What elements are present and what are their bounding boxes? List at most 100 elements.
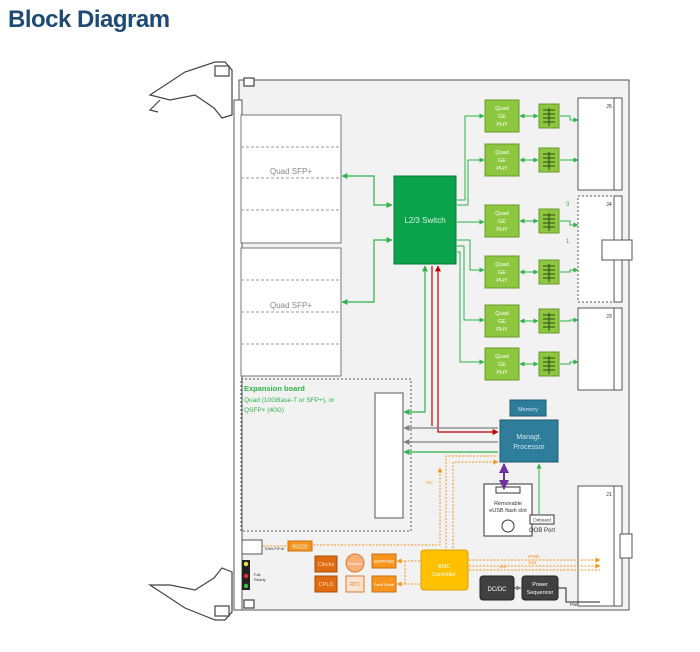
switch-label: L2/3 Switch	[404, 216, 445, 225]
j4-port-3: 3	[566, 202, 570, 208]
led-3	[243, 583, 249, 589]
expansion-connector	[374, 392, 404, 519]
phy-label-5-2: GE	[498, 319, 506, 325]
power-line2: Sequencer	[527, 590, 554, 596]
processor-line1: Managt.	[516, 434, 541, 441]
memory-block	[509, 399, 547, 417]
sfp-cage-2: Quad SFP+	[240, 247, 342, 377]
led-label-ready: Ready	[254, 577, 266, 582]
link-seq-j1	[558, 587, 600, 603]
processor-line2: Processor	[513, 444, 545, 451]
sfp-cage-1: Quad SFP+	[240, 114, 342, 244]
expansion-heading: Expansion board	[244, 384, 305, 393]
connector-j3: J3	[577, 307, 623, 391]
link-mag-conn-1	[560, 115, 579, 123]
j4-port-1: 1	[566, 239, 570, 245]
link-sfp1-switch	[341, 173, 393, 208]
power-sequencer	[521, 575, 559, 601]
cpld-block	[314, 575, 338, 593]
bus-label-i2c-b: I2C	[500, 564, 508, 569]
rs232-label: RS232	[292, 545, 308, 551]
flash-line2: eUSB flash slot	[489, 508, 527, 514]
bus-label-pwr: Pwr	[570, 602, 578, 607]
fault-serial-block	[371, 575, 397, 593]
flash-line1: Removable	[494, 501, 522, 507]
rtc-block	[345, 575, 365, 593]
oob-onboard-box	[529, 514, 555, 525]
bmc-controller	[420, 549, 469, 591]
phy-label-1-3: PHY	[496, 122, 508, 128]
link-mag-conn-3	[560, 220, 579, 228]
magnetics-coil-1	[543, 108, 555, 126]
phy-label-3-1: Quad	[495, 211, 508, 217]
sfp-label-2: Quad SFP+	[270, 301, 312, 310]
onboard-label: Onboard	[533, 518, 551, 523]
bmc-line2: Controller	[432, 572, 456, 578]
link-sw-phy1	[457, 113, 485, 201]
phy-label-5-1: Quad	[495, 311, 508, 317]
magnetics-coil-5	[543, 313, 555, 331]
magnetics-coil-4	[543, 264, 555, 282]
rs232-block	[287, 540, 313, 552]
phy-block-2	[484, 143, 520, 177]
bus-label-ipmb: IPMB	[528, 554, 539, 559]
phy-label-5-3: PHY	[496, 327, 508, 333]
led-label-fail: Fail	[254, 572, 261, 577]
dcdc-label: DC/DC	[488, 587, 508, 593]
link-sw-expansion	[403, 265, 428, 415]
led-2	[243, 573, 249, 579]
fault-serial-label: Fault Serial	[374, 582, 394, 587]
bottom-ejector-handle	[147, 567, 255, 621]
oob-port-label: OOB Port	[529, 528, 555, 534]
sfp-label-1: Quad SFP+	[270, 167, 312, 176]
bus-label-i2c-a: I2C	[426, 480, 434, 485]
connector-j1: J1	[577, 485, 633, 607]
phy-label-1-2: GE	[498, 114, 506, 120]
phy-label-2-1: Quad	[495, 150, 508, 156]
bus-bmc-proc	[452, 459, 499, 548]
magnetics-coil-3	[543, 213, 555, 231]
phy-label-4-2: GE	[498, 270, 506, 276]
connector-j5: J5	[577, 97, 623, 191]
sensors-block	[345, 553, 365, 573]
l23-switch	[393, 175, 457, 265]
link-sw-phy2	[457, 157, 485, 206]
phy-label-2-3: PHY	[496, 166, 508, 172]
bus-rs232-proc	[313, 467, 443, 546]
memory-label: Memory	[518, 407, 538, 413]
clocks-block	[314, 555, 338, 573]
j3-label: J3	[606, 314, 612, 320]
phy-label-3-2: GE	[498, 219, 506, 225]
sensors-label: Sensors	[348, 561, 363, 566]
eeprom-label: EEPROM	[374, 559, 394, 564]
connector-j4: J4 3 1	[566, 195, 633, 303]
expansion-board	[240, 378, 412, 532]
management-processor	[499, 419, 559, 463]
link-sw-processor	[435, 265, 499, 435]
expansion-line1: Quad (10GBase-T or SFP+), or	[244, 397, 335, 404]
j5-label: J5	[606, 104, 612, 110]
front-usb-port	[241, 539, 263, 555]
phy-label-4-3: PHY	[496, 278, 508, 284]
j4-label: J4	[606, 202, 612, 208]
link-mag-conn-5	[560, 317, 579, 323]
phy-label-2-2: GE	[498, 158, 506, 164]
j1-label: J1	[606, 492, 612, 498]
top-ejector-handle	[148, 61, 255, 119]
magnetics-coil-6	[543, 356, 555, 374]
phy-label-1-1: Quad	[495, 106, 508, 112]
magnetics-coil-2	[543, 152, 555, 170]
phy-label-6-1: Quad	[495, 354, 508, 360]
clocks-label: Clocks	[318, 562, 335, 568]
cpld-label: CPLD	[319, 582, 334, 588]
phy-label-3-3: PHY	[496, 227, 508, 233]
eeprom-block	[371, 553, 397, 569]
led-1	[243, 561, 249, 567]
link-mag-conn-4	[560, 267, 579, 273]
link-sfp2-switch	[341, 237, 393, 305]
link-mag-conn-6	[560, 359, 579, 365]
rtc-label: RTC	[350, 582, 361, 588]
phy-block-3	[484, 204, 520, 238]
bus-label-stat: Stat	[528, 560, 537, 565]
